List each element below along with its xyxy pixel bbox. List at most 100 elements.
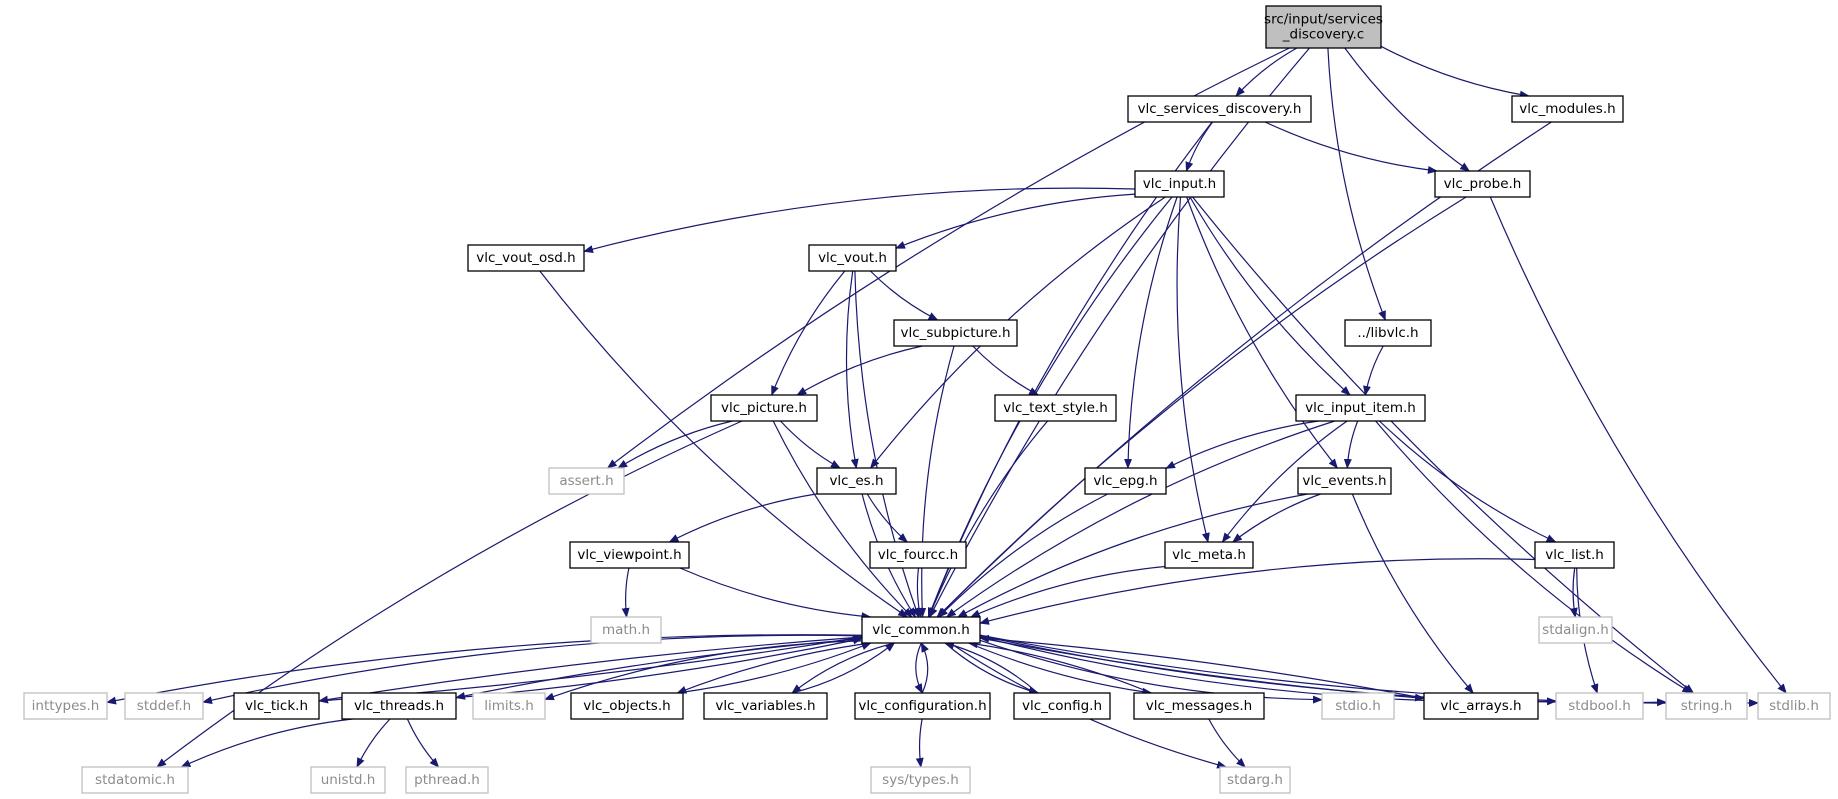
node-label: stdlib.h	[1769, 698, 1819, 714]
edge-vlc-common-to-stdio	[979, 639, 1323, 704]
edge-vlc-input-item-to-vlc-list	[1378, 420, 1557, 543]
node-box	[703, 692, 828, 720]
node-box	[870, 766, 971, 794]
node-vlc-vout-osd[interactable]: vlc_vout_osd.h	[467, 244, 585, 272]
node-vlc-events[interactable]: vlc_events.h	[1297, 467, 1392, 495]
node-label: vlc_tick.h	[245, 698, 308, 714]
edge-vlc-threads-to-stdatomic	[180, 718, 353, 768]
node-math: math.h	[590, 616, 662, 644]
node-label: inttypes.h	[32, 698, 100, 714]
edge-vlc-configuration-to-sys-types	[915, 718, 924, 768]
node-box	[816, 467, 897, 495]
node-label: vlc_fourcc.h	[878, 547, 958, 563]
node-vlc-config[interactable]: vlc_config.h	[1013, 692, 1111, 720]
node-box	[570, 692, 684, 720]
edge-vlc-objects-to-vlc-common	[677, 642, 872, 694]
node-vlc-configuration[interactable]: vlc_configuration.h	[854, 692, 991, 720]
node-vlc-messages[interactable]: vlc_messages.h	[1133, 692, 1265, 720]
node-unistd: unistd.h	[310, 766, 386, 794]
node-label: math.h	[602, 622, 650, 638]
node-box	[472, 692, 546, 720]
node-box	[1164, 541, 1254, 569]
node-box	[81, 766, 189, 794]
node-vlc-list[interactable]: vlc_list.h	[1534, 541, 1615, 569]
node-label: vlc_list.h	[1545, 547, 1604, 563]
node-vlc-variables[interactable]: vlc_variables.h	[703, 692, 828, 720]
node-vlc-es[interactable]: vlc_es.h	[816, 467, 897, 495]
node-vlc-probe[interactable]: vlc_probe.h	[1434, 170, 1531, 198]
node-box	[1757, 692, 1831, 720]
node-box	[1434, 170, 1531, 198]
edge-vlc-events-to-vlc-arrays	[1351, 493, 1474, 694]
node-root[interactable]: src/input/services_discovery.c	[1264, 5, 1383, 49]
node-stdalign: stdalign.h	[1538, 616, 1613, 644]
node-vlc-input-item[interactable]: vlc_input_item.h	[1295, 394, 1426, 422]
node-box	[808, 244, 897, 272]
node-label: vlc_configuration.h	[858, 698, 986, 714]
edge-vlc-picture-to-vlc-common	[772, 420, 913, 618]
node-box	[569, 541, 690, 569]
node-box	[467, 244, 585, 272]
node-vlc-meta[interactable]: vlc_meta.h	[1164, 541, 1254, 569]
node-vlc-services-discovery[interactable]: vlc_services_discovery.h	[1127, 95, 1312, 123]
edge-vlc-probe-to-stdlib	[1489, 196, 1787, 694]
edge-vlc-input-to-vlc-events	[1186, 196, 1338, 469]
node-vlc-objects[interactable]: vlc_objects.h	[570, 692, 684, 720]
node-box	[1084, 467, 1167, 495]
node-vlc-vout[interactable]: vlc_vout.h	[808, 244, 897, 272]
edge-vlc-events-to-vlc-common	[957, 493, 1308, 618]
node-label: vlc_text_style.h	[1003, 400, 1108, 416]
node-vlc-tick[interactable]: vlc_tick.h	[233, 692, 320, 720]
node-label: sys/types.h	[882, 772, 959, 788]
node-vlc-text-style[interactable]: vlc_text_style.h	[994, 394, 1117, 422]
nodes-layer: src/input/services_discovery.c vlc_servic…	[23, 5, 1831, 794]
edge-vlc-input-to-vlc-vout	[895, 193, 1136, 249]
node-label: vlc_subpicture.h	[900, 325, 1010, 341]
edges-layer	[106, 45, 1787, 769]
node-vlc-common[interactable]: vlc_common.h	[861, 616, 981, 644]
node-label: vlc_viewpoint.h	[577, 547, 681, 563]
node-vlc-picture[interactable]: vlc_picture.h	[710, 394, 818, 422]
edge-vlc-input-item-to-vlc-common	[945, 420, 1335, 618]
node-stdlib: stdlib.h	[1757, 692, 1831, 720]
node-label: vlc_vout_osd.h	[476, 250, 575, 266]
node-label: vlc_variables.h	[715, 698, 815, 714]
edge-root-to-vlc-services-discovery	[1235, 47, 1298, 97]
node-label: stdbool.h	[1568, 698, 1631, 714]
node-vlc-modules[interactable]: vlc_modules.h	[1511, 95, 1624, 123]
edge-vlc-arrays-to-vlc-common	[979, 634, 1425, 699]
node-libvlc[interactable]: ../libvlc.h	[1344, 319, 1432, 347]
node-box	[710, 394, 818, 422]
node-box	[893, 319, 1018, 347]
node-vlc-arrays[interactable]: vlc_arrays.h	[1423, 692, 1539, 720]
node-label: vlc_vout.h	[818, 250, 887, 266]
edge-libvlc-to-vlc-input-item	[1363, 345, 1384, 396]
edge-vlc-meta-to-vlc-common	[969, 565, 1166, 618]
node-vlc-subpicture[interactable]: vlc_subpicture.h	[893, 319, 1018, 347]
edge-vlc-services-discovery-to-vlc-input	[1185, 121, 1214, 172]
node-inttypes: inttypes.h	[23, 692, 108, 720]
edge-vlc-input-to-vlc-epg	[1124, 196, 1178, 469]
edge-vlc-services-discovery-to-vlc-probe	[1264, 121, 1438, 174]
node-vlc-fourcc[interactable]: vlc_fourcc.h	[869, 541, 967, 569]
edge-root-to-vlc-common	[929, 47, 1310, 618]
node-box	[1265, 5, 1382, 49]
edge-vlc-common-to-vlc-variables	[791, 642, 895, 694]
edge-vlc-picture-to-vlc-es	[780, 420, 841, 469]
node-box	[1344, 319, 1432, 347]
edge-vlc-input-item-to-vlc-events	[1343, 420, 1359, 469]
edge-vlc-common-to-stdlib	[979, 634, 1759, 708]
node-vlc-threads[interactable]: vlc_threads.h	[341, 692, 457, 720]
node-vlc-viewpoint[interactable]: vlc_viewpoint.h	[569, 541, 690, 569]
node-vlc-epg[interactable]: vlc_epg.h	[1084, 467, 1167, 495]
node-label: stdatomic.h	[95, 772, 175, 788]
node-label: _discovery.c	[1282, 27, 1364, 43]
edge-vlc-threads-to-vlc-common	[455, 636, 863, 699]
node-vlc-input[interactable]: vlc_input.h	[1134, 170, 1225, 198]
node-box	[310, 766, 386, 794]
node-box	[548, 467, 625, 495]
node-label: stdalign.h	[1542, 622, 1609, 638]
node-stdbool: stdbool.h	[1555, 692, 1644, 720]
edge-vlc-list-to-vlc-common	[979, 558, 1536, 625]
